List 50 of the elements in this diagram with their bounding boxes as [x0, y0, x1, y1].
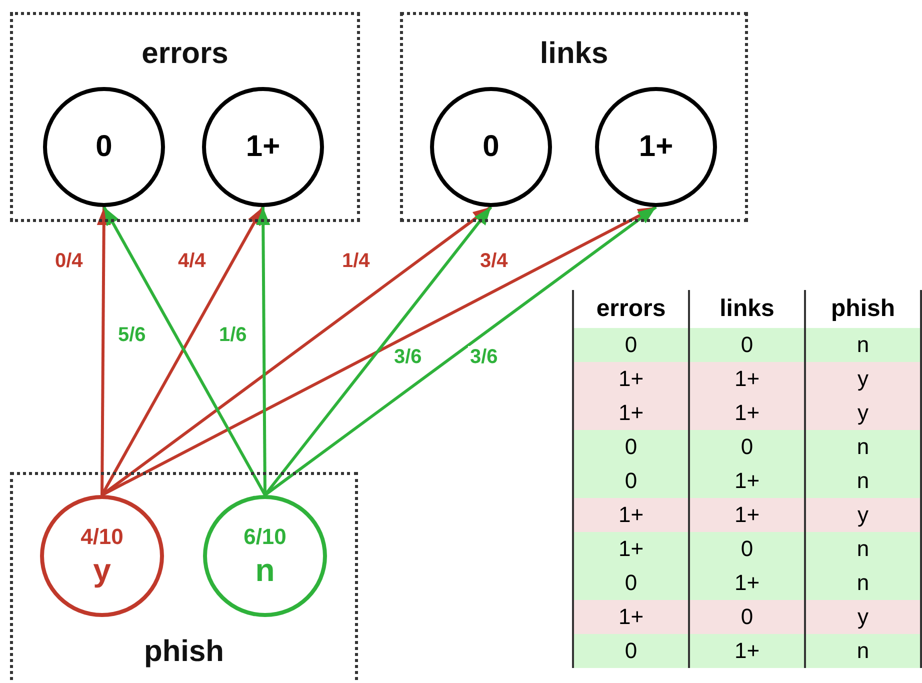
- table-cell: 0: [689, 532, 805, 566]
- table-cell: 1+: [689, 396, 805, 430]
- table-cell: y: [805, 362, 921, 396]
- table-cell: 1+: [689, 464, 805, 498]
- table-cell: n: [805, 464, 921, 498]
- column-header: errors: [573, 290, 689, 328]
- group-box: [10, 12, 360, 222]
- node-label: 0: [482, 132, 500, 162]
- probability-label: 4/10: [80, 526, 124, 548]
- table-cell: 0: [689, 600, 805, 634]
- table-cell: n: [805, 634, 921, 668]
- table-cell: 1+: [689, 498, 805, 532]
- probability-label: 6/10: [244, 526, 286, 548]
- node-label: 1+: [246, 132, 280, 162]
- arrow: [96, 207, 111, 495]
- table-cell: 1+: [689, 362, 805, 396]
- node-label: 1+: [638, 132, 674, 162]
- table-cell: 1+: [689, 566, 805, 600]
- table-cell: 1+: [573, 532, 689, 566]
- table-cell: y: [805, 600, 921, 634]
- table-cell: n: [805, 566, 921, 600]
- table-cell: 0: [689, 328, 805, 362]
- group-title: links: [538, 37, 610, 71]
- node-label: y: [93, 554, 111, 586]
- arrow: [264, 206, 657, 496]
- group-box: [400, 12, 748, 222]
- group-title: errors: [140, 37, 230, 71]
- table-cell: 0: [573, 430, 689, 464]
- arrow: [256, 207, 270, 495]
- table-cell: n: [805, 328, 921, 362]
- column-header: phish: [805, 290, 921, 328]
- node-label: n: [255, 554, 275, 586]
- table-cell: y: [805, 498, 921, 532]
- group-title: phish: [143, 635, 225, 669]
- group-box: [10, 472, 358, 683]
- table-cell: 0: [573, 634, 689, 668]
- table-cell: 0: [689, 430, 805, 464]
- table-cell: 0: [573, 566, 689, 600]
- table-cell: 1+: [573, 498, 689, 532]
- table-cell: 1+: [573, 362, 689, 396]
- table-cell: 1+: [573, 600, 689, 634]
- table-cell: n: [805, 430, 921, 464]
- node-label: 0: [96, 132, 112, 162]
- table-cell: 0: [573, 464, 689, 498]
- table-cell: 0: [573, 328, 689, 362]
- table-cell: 1+: [689, 634, 805, 668]
- table-cell: y: [805, 396, 921, 430]
- table-cell: n: [805, 532, 921, 566]
- column-header: links: [689, 290, 805, 328]
- table-cell: 1+: [573, 396, 689, 430]
